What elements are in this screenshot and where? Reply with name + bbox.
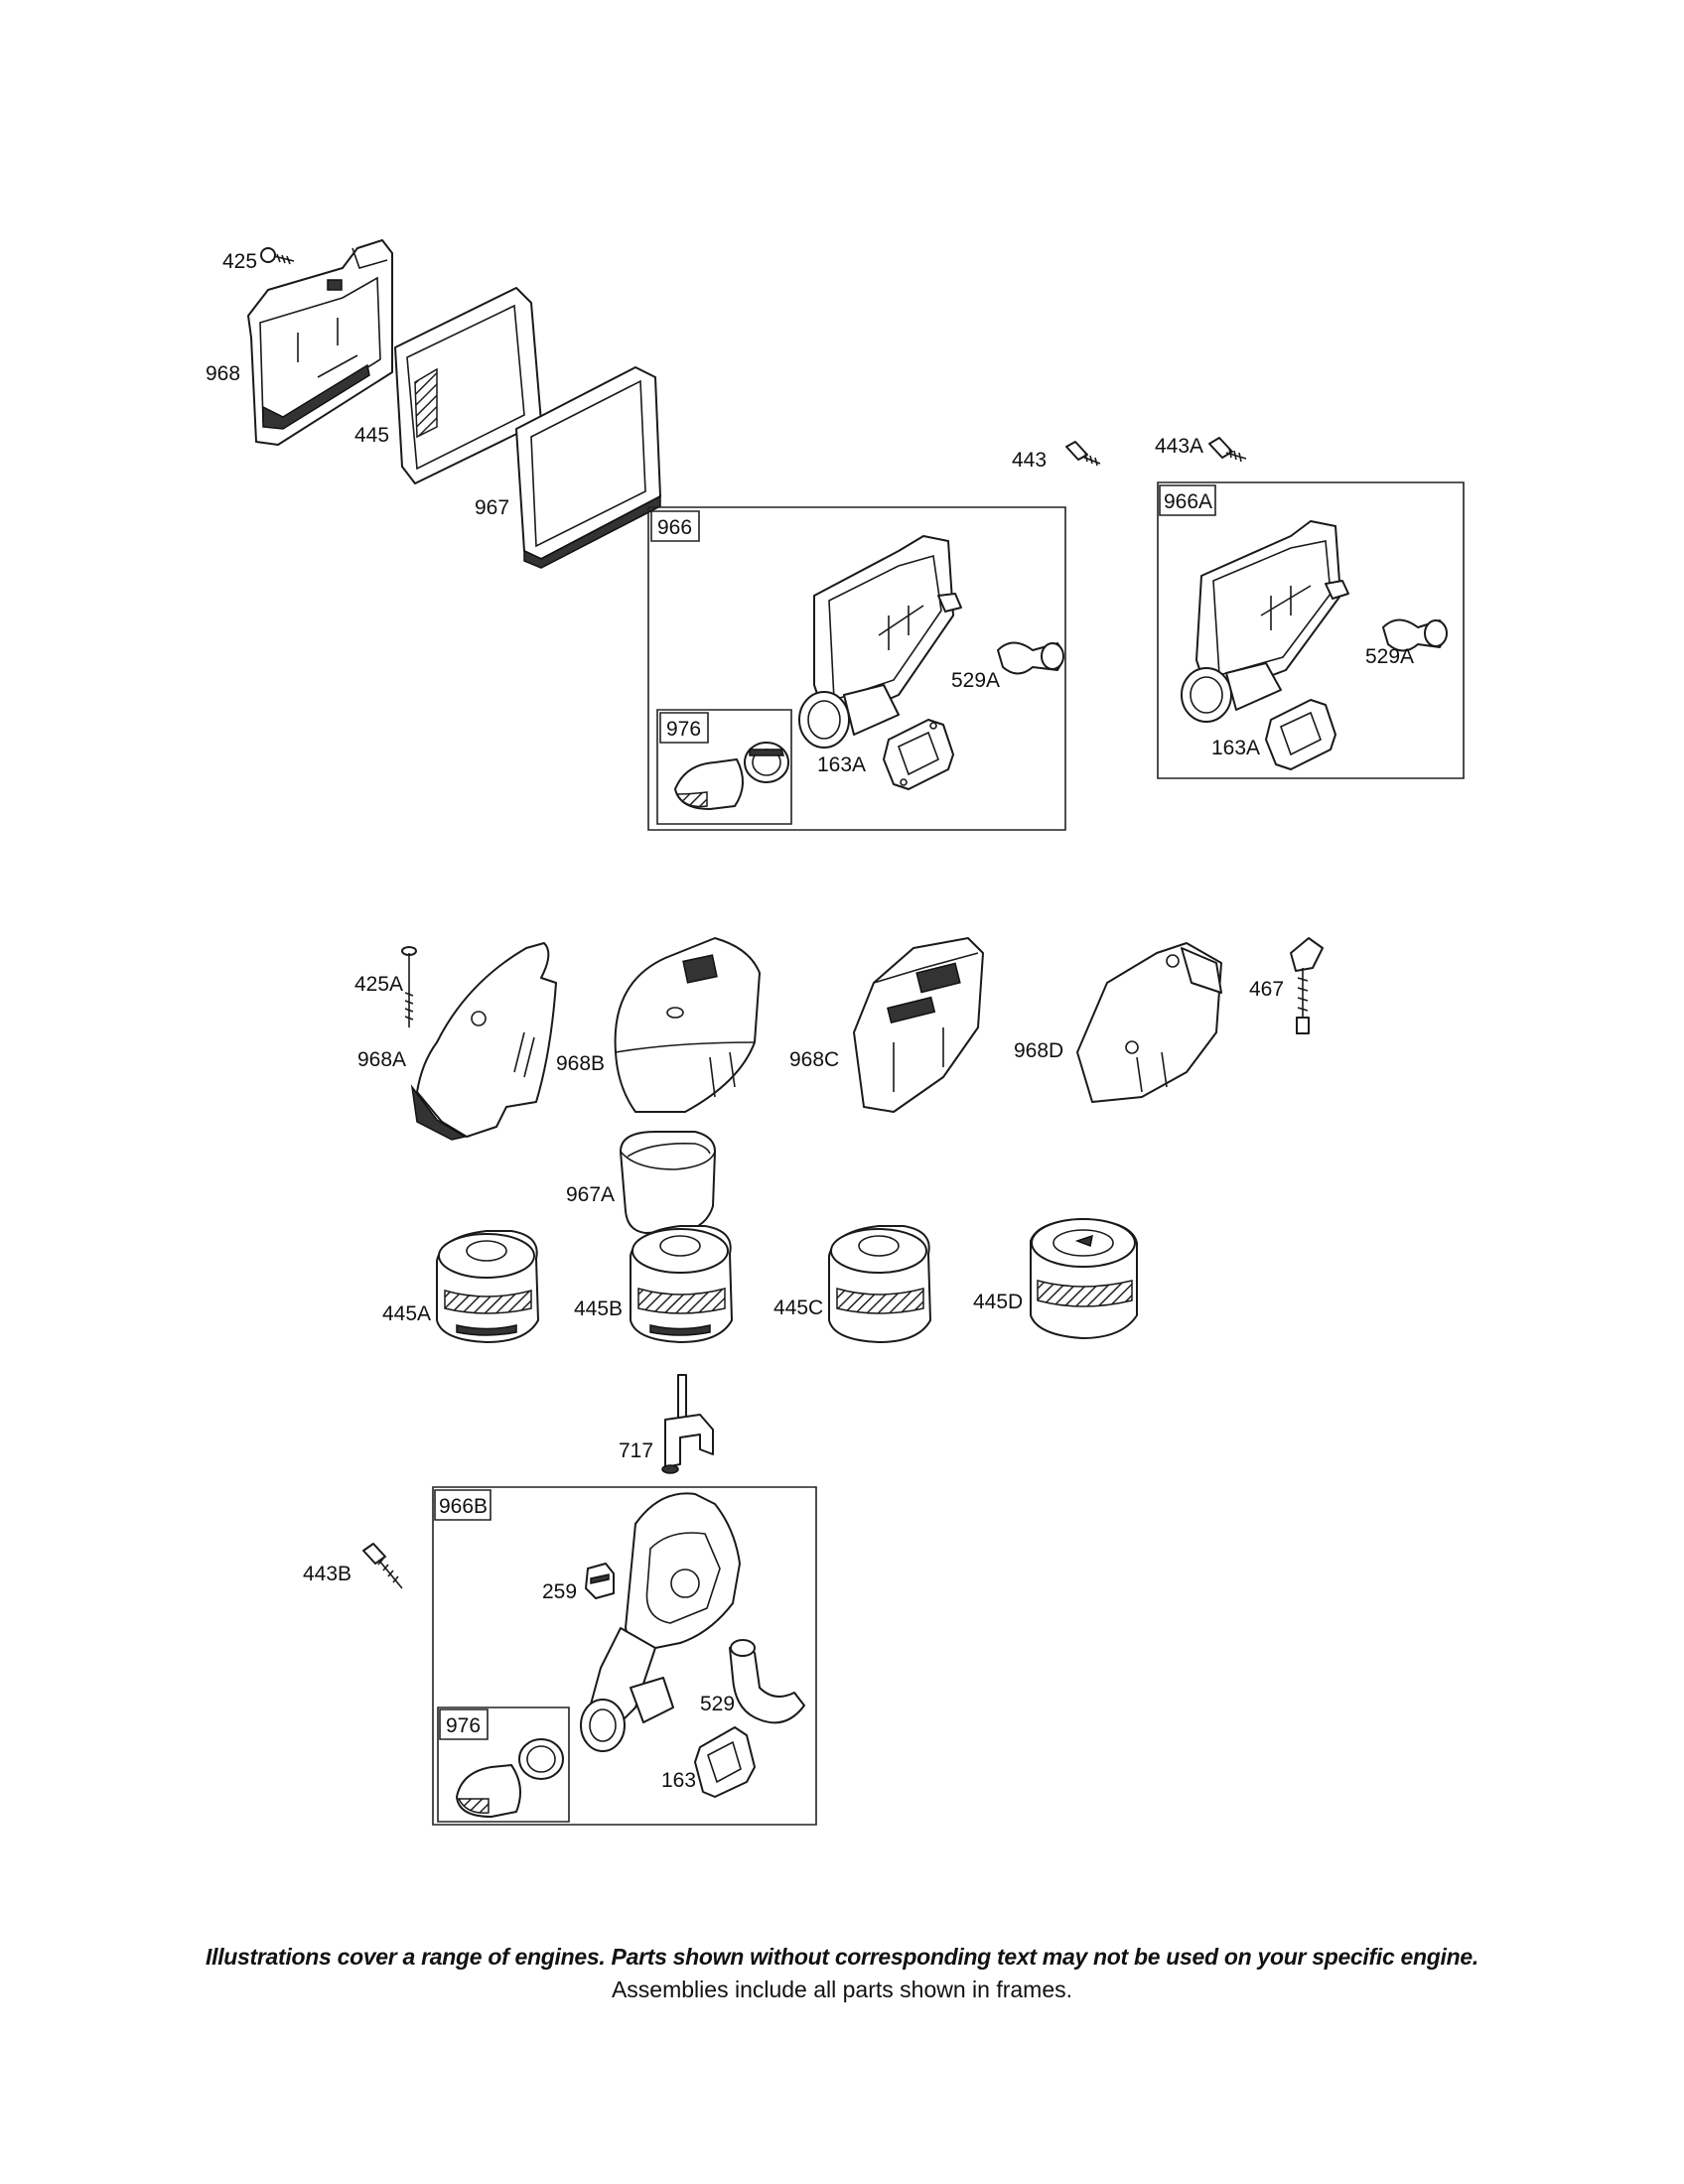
air-cleaner-base-966b-icon — [581, 1493, 740, 1751]
bracket-717-icon — [662, 1375, 713, 1473]
callout-445b: 445B — [574, 1297, 623, 1320]
callout-445c: 445C — [773, 1297, 823, 1319]
callout-425: 425 — [222, 250, 257, 273]
callout-968: 968 — [206, 362, 240, 385]
callout-443a: 443A — [1155, 435, 1203, 458]
screw-443b-icon — [363, 1544, 402, 1588]
frame-966: 966 976 — [648, 507, 1065, 830]
callout-968d: 968D — [1014, 1039, 1063, 1062]
clip-259-icon — [586, 1564, 614, 1598]
frame-label-976-b: 976 — [446, 1714, 481, 1737]
air-filter-445d-icon — [1031, 1219, 1137, 1338]
callout-163: 163 — [661, 1769, 696, 1792]
gasket-163a-1-icon — [884, 720, 953, 789]
filter-element-976-b-icon — [457, 1739, 563, 1817]
frame-label-966a: 966A — [1164, 490, 1212, 513]
air-cleaner-cover-966a-icon — [1182, 521, 1348, 722]
air-cleaner-cover-968d-icon — [1077, 943, 1221, 1102]
gasket-163-icon — [695, 1727, 755, 1797]
gasket-163a-2-icon — [1266, 700, 1335, 769]
filter-element-976-a-icon — [675, 743, 788, 809]
callout-443: 443 — [1012, 449, 1047, 472]
screw-443a-icon — [1209, 438, 1246, 462]
air-filter-445-icon — [395, 288, 541, 483]
bolt-467-icon — [1291, 938, 1323, 1033]
frame-966a: 966A — [1158, 482, 1464, 778]
air-filter-445b-icon — [631, 1226, 732, 1342]
bolt-425a-icon — [402, 947, 416, 1027]
callout-968b: 968B — [556, 1052, 605, 1075]
callout-425a: 425A — [354, 973, 403, 996]
elbow-tube-529a-1-icon — [998, 643, 1063, 674]
callout-259: 259 — [542, 1580, 577, 1603]
callout-529: 529 — [700, 1693, 735, 1715]
callout-163a-2: 163A — [1211, 737, 1260, 759]
elbow-tube-529a-2-icon — [1383, 620, 1447, 651]
frame-label-966: 966 — [657, 516, 692, 539]
frame-966b: 966B 976 — [433, 1487, 816, 1825]
disclaimer-text: Illustrations cover a range of engines. … — [206, 1944, 1478, 1970]
air-cleaner-cover-968a-icon — [412, 943, 556, 1140]
callout-443b: 443B — [303, 1563, 351, 1585]
air-filter-445c-icon — [829, 1226, 930, 1342]
callout-967: 967 — [475, 496, 509, 519]
callout-163a-1: 163A — [817, 753, 866, 776]
pre-cleaner-967a-icon — [621, 1132, 715, 1233]
callout-967a: 967A — [566, 1183, 615, 1206]
screw-443-icon — [1066, 442, 1100, 466]
callout-467: 467 — [1249, 978, 1284, 1001]
elbow-tube-529-icon — [730, 1640, 804, 1722]
frame-label-966b: 966B — [439, 1495, 488, 1518]
frame-label-976-a: 976 — [666, 718, 701, 741]
air-cleaner-cover-968b-icon — [616, 938, 760, 1112]
callout-968c: 968C — [789, 1048, 839, 1071]
screw-425-icon — [261, 248, 294, 264]
air-cleaner-base-968-icon — [248, 240, 392, 445]
callout-445: 445 — [354, 424, 389, 447]
air-cleaner-cover-968c-icon — [854, 938, 983, 1112]
air-cleaner-cover-966-icon — [799, 536, 961, 748]
callout-529a-1: 529A — [951, 669, 1000, 692]
callout-445d: 445D — [973, 1291, 1023, 1313]
callout-968a: 968A — [357, 1048, 406, 1071]
callout-717: 717 — [619, 1439, 653, 1462]
pre-cleaner-967-icon — [516, 367, 660, 568]
air-filter-445a-icon — [437, 1231, 538, 1342]
callout-529a-2: 529A — [1365, 645, 1414, 668]
callout-445a: 445A — [382, 1302, 431, 1325]
assemblies-note: Assemblies include all parts shown in fr… — [611, 1977, 1073, 2002]
